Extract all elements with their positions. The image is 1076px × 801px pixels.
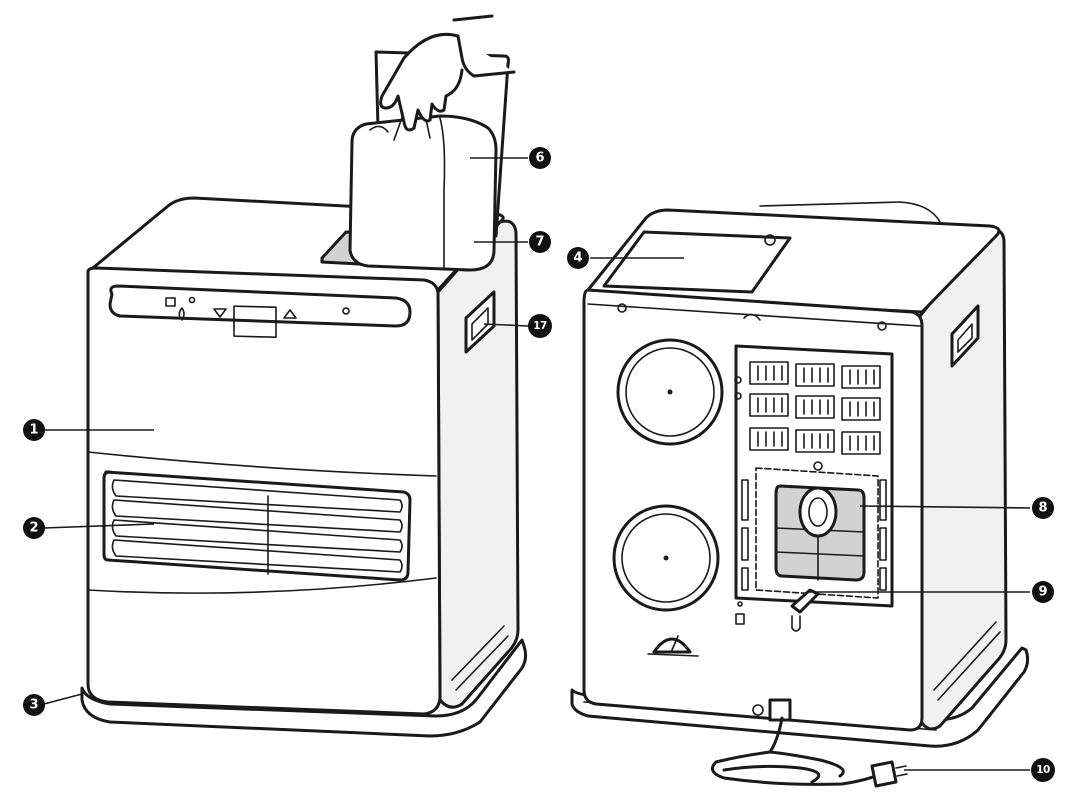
callout-7: 7	[529, 231, 551, 253]
top-gauge-knob	[764, 234, 776, 246]
rear-vent-upper-dot	[667, 389, 673, 395]
rear-heater	[570, 201, 1030, 788]
shutoff-dial	[652, 637, 692, 654]
rear-side-vent	[933, 621, 997, 691]
hand	[379, 14, 516, 132]
callout-2-label: 2	[29, 521, 38, 536]
rear-grille-slots	[734, 361, 881, 455]
callout-1-label: 1	[29, 423, 38, 438]
leader-3	[43, 693, 83, 705]
power-cord-coil	[722, 750, 845, 784]
front-seam-upper	[87, 451, 437, 477]
power-plug	[870, 760, 898, 788]
callout-6-label: 6	[535, 151, 544, 166]
callout-17: 17	[528, 314, 552, 338]
rear-side-vent-2	[937, 631, 1001, 701]
shutoff-dial-base	[647, 653, 699, 657]
rear-top-raised-edge	[759, 201, 941, 223]
control-panel	[108, 284, 412, 328]
top-gauge-panel	[602, 230, 792, 294]
filter-side-slots-left	[741, 479, 749, 591]
leader-lines	[43, 157, 1031, 771]
leader-17	[483, 323, 529, 327]
indicator-light-icon	[188, 296, 196, 304]
rear-screw-2	[877, 321, 887, 331]
cord-outlet-hole	[752, 704, 764, 716]
front-side-vent	[451, 625, 505, 681]
callout-17-label: 17	[533, 320, 547, 332]
callout-2: 2	[23, 517, 45, 539]
fuel-tank-cap	[369, 125, 389, 133]
callout-4: 4	[567, 247, 589, 269]
cord-outlet	[768, 698, 792, 722]
down-arrow-icon	[213, 308, 227, 318]
fuel-tank	[348, 114, 498, 272]
leader-2	[43, 523, 155, 529]
filter-lever	[790, 588, 820, 614]
callout-10: 10	[1031, 758, 1055, 782]
plug-pins	[895, 765, 908, 777]
front-heater	[80, 14, 528, 738]
front-side-handle	[464, 290, 496, 354]
callout-3: 3	[23, 694, 45, 716]
callout-1: 1	[23, 419, 45, 441]
rear-screw-1	[617, 303, 627, 313]
callout-8-label: 8	[1038, 501, 1047, 516]
power-button-icon	[165, 297, 176, 307]
front-side-vent-2	[455, 635, 509, 691]
rear-vent-lower-dot	[663, 555, 669, 561]
filter-top-hole	[813, 461, 823, 471]
front-grille-slats	[111, 479, 403, 575]
flame-indicator-icon	[178, 307, 185, 321]
display-window	[233, 305, 277, 339]
shutoff-dial-needle	[671, 635, 679, 651]
up-arrow-icon	[283, 309, 297, 319]
air-filter-center-inner	[808, 497, 828, 527]
callout-6: 6	[529, 147, 551, 169]
front-side-panel	[436, 219, 520, 709]
callout-8: 8	[1032, 497, 1054, 519]
front-base-plinth	[80, 638, 528, 738]
filter-lever-slot	[791, 615, 801, 632]
front-seam-lower	[87, 577, 437, 594]
rear-small-dot	[737, 601, 743, 607]
rear-side-handle-inner	[957, 323, 973, 353]
callout-4-label: 4	[573, 251, 582, 266]
leader-8	[859, 505, 1031, 509]
rear-top-notch	[743, 313, 761, 321]
timer-light-icon	[342, 307, 350, 315]
callout-10-label: 10	[1036, 764, 1050, 776]
rear-small-tag	[735, 613, 745, 625]
filter-frame	[755, 467, 879, 599]
fuel-tank-edge	[439, 117, 446, 269]
rear-side-panel	[918, 228, 1008, 731]
callout-7-label: 7	[535, 235, 544, 250]
callout-3-label: 3	[29, 698, 38, 713]
callout-9: 9	[1032, 581, 1054, 603]
callout-9-label: 9	[1038, 585, 1047, 600]
air-filter-center	[798, 486, 838, 538]
